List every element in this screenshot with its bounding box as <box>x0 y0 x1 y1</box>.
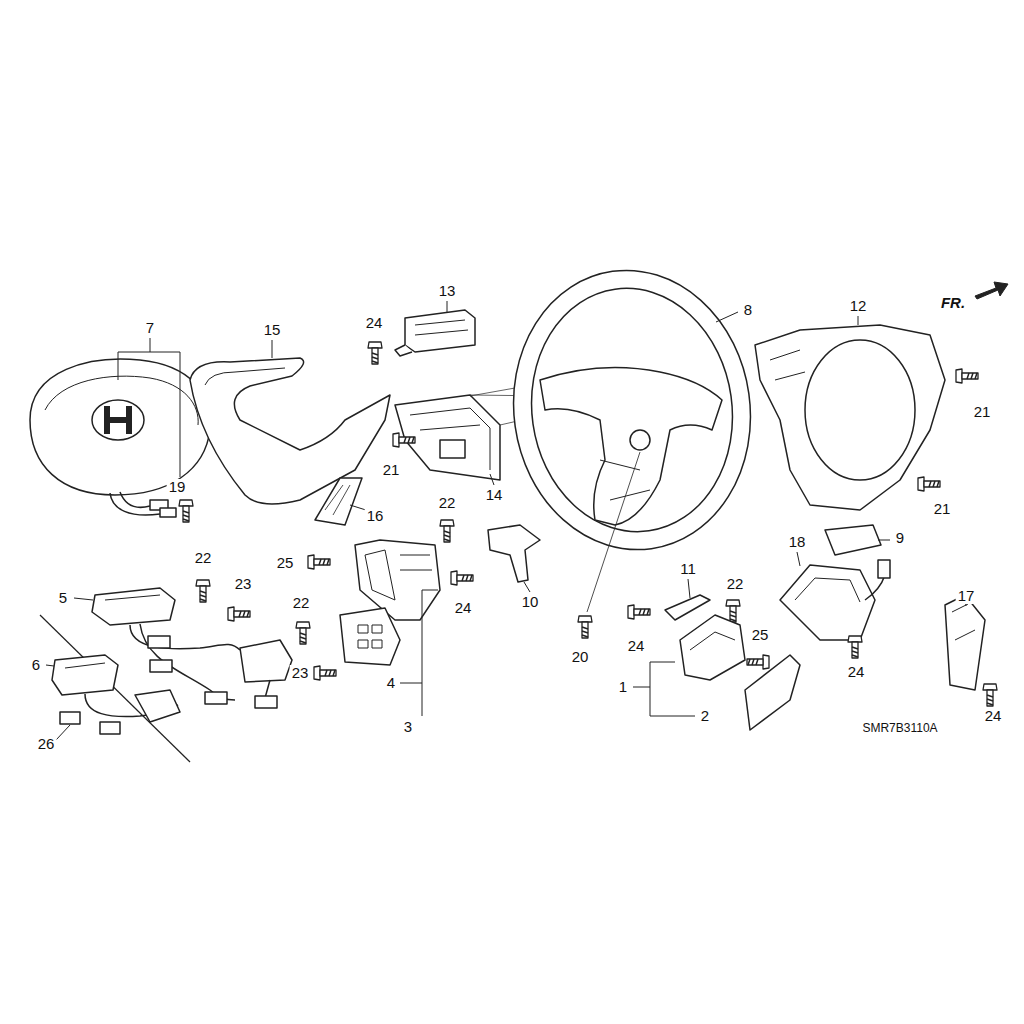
bracket <box>665 595 710 620</box>
callout-number: 18 <box>787 534 808 550</box>
screw <box>747 655 769 669</box>
callout-number: 24 <box>364 315 385 331</box>
callout-number: 17 <box>956 588 977 604</box>
callout-number: 22 <box>291 595 312 611</box>
paddle-switch <box>945 595 985 690</box>
rear-cover <box>755 325 945 510</box>
callout-number: 24 <box>626 638 647 654</box>
callout-number: 2 <box>699 708 711 724</box>
callout-number: 8 <box>742 302 754 318</box>
screw <box>179 500 193 522</box>
screw <box>726 600 740 622</box>
screw <box>308 555 330 569</box>
callout-number: 13 <box>437 283 458 299</box>
callout-number: 1 <box>617 679 629 695</box>
callout-number: 26 <box>36 736 57 752</box>
screw <box>296 622 310 644</box>
callout-number: 14 <box>484 487 505 503</box>
callout-number: 20 <box>570 649 591 665</box>
airbag-module <box>30 359 211 517</box>
switch-assembly <box>680 615 745 680</box>
screw <box>228 607 250 621</box>
direction-label: FR. <box>939 295 967 311</box>
callout-number: 19 <box>167 479 188 495</box>
callout-number: 21 <box>932 501 953 517</box>
bolt <box>578 616 592 638</box>
callout-number: 21 <box>972 404 993 420</box>
callout-number: 16 <box>365 508 386 524</box>
screw <box>956 369 978 383</box>
trim-piece <box>315 478 362 525</box>
bracket-unit <box>395 310 475 356</box>
screw <box>848 636 862 658</box>
screw <box>983 684 997 706</box>
callout-number: 25 <box>750 627 771 643</box>
screw <box>451 571 473 585</box>
callout-number: 22 <box>437 495 458 511</box>
callout-number: 24 <box>846 664 867 680</box>
callout-number: 15 <box>262 322 283 338</box>
bracket <box>488 525 540 582</box>
steering-wheel <box>496 255 769 565</box>
screw <box>196 580 210 602</box>
screw <box>393 433 415 447</box>
callout-number: 23 <box>290 665 311 681</box>
callout-number: 4 <box>385 675 397 691</box>
screw <box>368 342 382 364</box>
screw <box>918 477 940 491</box>
screw <box>314 666 336 680</box>
callout-number: 24 <box>983 708 1004 724</box>
front-arrow <box>975 282 1008 299</box>
callout-number: 9 <box>894 530 906 546</box>
callout-number: 21 <box>381 462 402 478</box>
callout-number: 25 <box>275 555 296 571</box>
callout-number: 5 <box>57 590 69 606</box>
switch-cover <box>745 655 800 730</box>
plate <box>825 525 881 555</box>
switch-assembly <box>355 540 440 620</box>
callout-number: 23 <box>233 576 254 592</box>
callout-number: 7 <box>144 320 156 336</box>
callout-number: 22 <box>725 576 746 592</box>
callout-number: 3 <box>402 719 414 735</box>
switch-cover <box>340 608 400 665</box>
switch-harness <box>92 588 292 708</box>
callout-number: 10 <box>520 594 541 610</box>
callout-number: 11 <box>678 561 698 577</box>
paddle-switch <box>780 560 890 640</box>
screw <box>440 520 454 542</box>
callout-number: 6 <box>30 657 42 673</box>
diagram-code: SMR7B3110A <box>860 720 939 736</box>
callout-number: 12 <box>848 298 869 314</box>
callout-number: 22 <box>193 550 214 566</box>
callout-number: 24 <box>453 600 474 616</box>
switch-harness <box>52 655 180 734</box>
screw <box>628 605 650 619</box>
